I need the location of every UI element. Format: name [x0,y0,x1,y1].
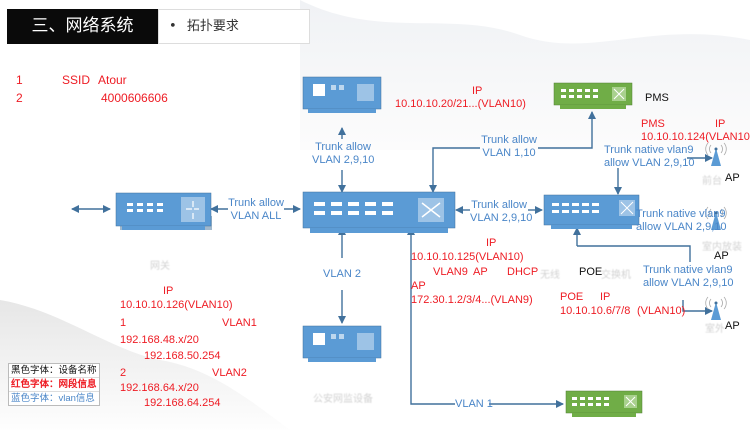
core-dhcp-label: DHCP [507,266,539,278]
pms-label: PMS [641,118,665,130]
vlan1-subnet: 192.168.48.x/20 [120,334,199,346]
label-line: Trunk allow [228,197,284,209]
top-server-ip: 10.10.10.20/21...(VLAN10) [395,98,526,110]
vlan1-name: VLAN1 [222,317,257,329]
ap-indoor-location: 室内放装 [702,242,742,253]
subtitle-box: • 拓扑要求 [158,9,310,44]
label-gateway-core: Trunk allow VLAN ALL [228,197,284,223]
label-line: Trunk allow [481,134,537,146]
note-1-label: SSID [62,73,91,87]
bottom-switch[interactable] [565,390,643,417]
security-device[interactable] [302,325,382,362]
poe-vlan: (VLAN10) [637,305,686,317]
gateway-name: 网关 [150,261,170,272]
poe-label: POE [560,291,584,303]
poe-switch-name-suffix: 交换机 [601,270,631,281]
note-2-value: 4000606606 [101,91,168,105]
label-line: allow VLAN 2,9,10 [643,277,734,289]
label-core-poe: Trunk allow VLAN 2,9,10 [470,199,533,225]
core-ip-label: IP [486,237,497,249]
ap-outdoor-location: 室外 [705,324,725,335]
poe-ip-label: IP [600,291,611,303]
note-1-num: 1 [16,73,23,87]
vlan2-gateway: 192.168.64.254 [144,397,221,409]
label-line: VLAN 2,9,10 [470,212,533,224]
security-device-name: 公安网监设备 [313,394,373,405]
label-line: Trunk native vlan9 [643,264,733,276]
label-line: VLAN ALL [230,210,282,222]
note-2-num: 2 [16,91,23,105]
label-line: allow VLAN 2,9,10 [636,221,727,233]
server-icon [357,333,374,350]
wireless-ap-icon[interactable] [705,296,727,320]
label-line: Trunk native vlan9 [636,208,726,220]
vlan1-num: 1 [120,317,127,329]
gw-ip-label: IP [163,285,174,297]
label-core-bottom: VLAN 1 [455,398,493,410]
pms-switch-name: PMS [645,92,669,104]
label-core-top-server: Trunk allow VLAN 2,9,10 [312,141,374,167]
note-1-value: Atour [98,73,127,87]
label-poe-front-ap: Trunk native vlan9 allow VLAN 2,9,10 [604,144,695,170]
vlan2-name: VLAN2 [212,367,247,379]
legend-black: 黑色字体：设备名称 [9,364,99,378]
link-core-pms [429,147,480,193]
core-ip: 10.10.10.125(VLAN10) [411,251,524,263]
label-line: VLAN 2,9,10 [312,154,375,166]
core-ap-label: AP [411,280,426,292]
legend-red: 红色字体：网段信息 [9,378,99,392]
color-legend: 黑色字体：设备名称 红色字体：网段信息 蓝色字体：vlan信息 [8,363,100,406]
wireless-ap-icon[interactable] [705,142,727,166]
label-line: Trunk allow [315,141,371,153]
label-line: VLAN 1,10 [482,147,536,159]
gateway-device[interactable] [115,192,212,230]
core-dhcp-ap: AP [473,266,488,278]
label-line: Trunk native vlan9 [604,144,694,156]
label-poe-indoor-ap: Trunk native vlan9 allow VLAN 2,9,10 [636,208,727,234]
poe-switch-name-prefix: 无线 [540,270,560,281]
pms-switch[interactable] [553,82,633,109]
bullet: • [169,19,177,34]
server-icon [357,84,374,101]
label-core-security: VLAN 2 [323,268,361,280]
gw-ip: 10.10.10.126(VLAN10) [120,299,233,311]
core-ap-range: 172.30.1.2/3/4...(VLAN9) [411,294,533,306]
section-title: 三、网络系统 [7,9,158,44]
poe-switch-name: POE [579,266,603,278]
core-dhcp-vlan: VLAN9 [433,266,468,278]
vlan2-num: 2 [120,367,127,379]
label-core-pms: Trunk allow VLAN 1,10 [480,134,538,160]
vlan1-gateway: 192.168.50.254 [144,350,221,362]
poe-ip: 10.10.10.6/7/8 [560,305,631,317]
wireless-ap-icon[interactable] [705,206,727,230]
pms-ip: 10.10.10.124(VLAN10) [641,131,750,143]
label-line: Trunk allow [471,199,527,211]
pms-ip-label: IP [715,118,726,130]
label-line: allow VLAN 2,9,10 [604,157,695,169]
vlan2-subnet: 192.168.64.x/20 [120,382,199,394]
poe-switch[interactable] [543,194,640,229]
top-server-ip-label: IP [472,85,483,97]
top-server-device[interactable] [302,76,382,113]
ap-front-name: AP [725,172,740,184]
core-switch[interactable] [302,191,456,233]
subtitle: 拓扑要求 [186,19,239,34]
label-poe-outdoor-ap: Trunk native vlan9 allow VLAN 2,9,10 [643,264,734,290]
ap-outdoor-name: AP [725,320,740,332]
ap-indoor-name: AP [714,250,729,262]
link-core-bottom-switch [407,227,455,405]
ap-front-location: 前台 [702,176,722,187]
legend-blue: 蓝色字体：vlan信息 [11,393,95,404]
